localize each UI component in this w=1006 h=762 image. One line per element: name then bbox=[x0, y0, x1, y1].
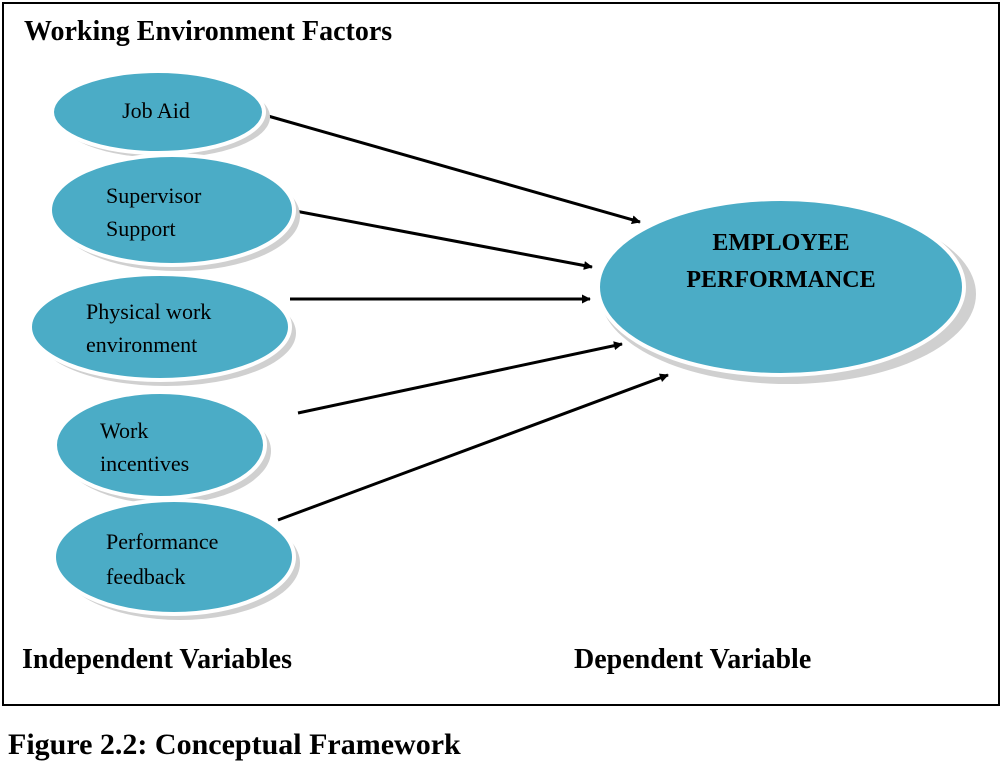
factor-label-line2: incentives bbox=[100, 451, 189, 476]
factor-node-job-aid: Job Aid bbox=[50, 69, 270, 158]
independent-variables-label: Independent Variables bbox=[22, 644, 292, 675]
factor-label-line2: environment bbox=[86, 332, 197, 357]
figure-caption: Figure 2.2: Conceptual Framework bbox=[8, 728, 461, 761]
factor-node-physical-work-environment: Physical work environment bbox=[28, 272, 296, 386]
outcome-label-line2: PERFORMANCE bbox=[686, 267, 875, 293]
outcome-label-line1: EMPLOYEE bbox=[712, 230, 849, 256]
diagram-frame bbox=[2, 2, 1000, 706]
factor-label-line1: Physical work bbox=[86, 299, 211, 324]
factor-label-line2: Support bbox=[106, 216, 176, 241]
diagram-title: Working Environment Factors bbox=[24, 16, 393, 47]
dependent-variable-label: Dependent Variable bbox=[574, 644, 812, 675]
factor-node-supervisor-support: Supervisor Support bbox=[48, 153, 300, 271]
arrow-supervisor-support bbox=[289, 208, 593, 270]
factor-label-line1: Work bbox=[100, 418, 148, 443]
arrows bbox=[267, 114, 669, 522]
arrow-performance-feedback bbox=[277, 373, 669, 522]
factor-label-line2: feedback bbox=[106, 564, 185, 589]
factor-label-line1: Performance bbox=[106, 529, 218, 554]
factor-label-line1: Supervisor bbox=[106, 183, 202, 208]
framework-diagram: Job Aid Supervisor Support Physical work… bbox=[28, 69, 976, 620]
factor-node-performance-feedback: Performance feedback bbox=[52, 498, 300, 620]
arrow-work-incentives bbox=[297, 341, 623, 415]
arrow-job-aid bbox=[267, 114, 641, 225]
outcome-node-employee-performance: EMPLOYEE PERFORMANCE bbox=[596, 197, 976, 384]
factor-node-work-incentives: Work incentives bbox=[53, 390, 271, 504]
factor-label: Job Aid bbox=[122, 98, 190, 123]
